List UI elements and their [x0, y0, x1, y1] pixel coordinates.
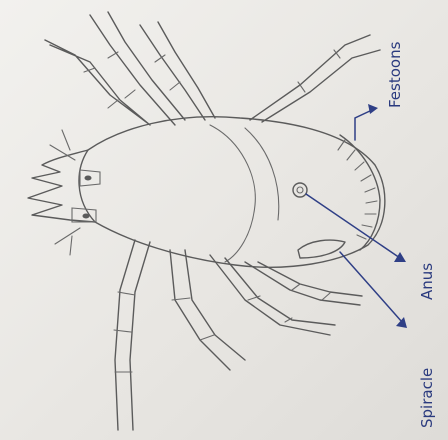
- spiracle-pointer: [340, 252, 407, 328]
- label-anus: Anus: [418, 263, 436, 300]
- leg-joints-upper: [84, 50, 340, 108]
- hypostome-outline: [50, 130, 80, 255]
- festoons-pointer: [355, 104, 378, 140]
- festoons-rear-edge: [340, 135, 380, 250]
- legs-lower: [115, 240, 362, 430]
- scutum-line: [210, 125, 255, 262]
- legs-upper: [45, 12, 380, 125]
- label-spiracle: Spiracle: [418, 368, 436, 428]
- anus-marking: [293, 183, 307, 197]
- spiracle-plate: [298, 240, 345, 258]
- festoon-segments: [338, 140, 377, 239]
- eyespot-upper: [85, 176, 92, 181]
- body-inner-curve: [245, 128, 279, 220]
- tick-body-outline: [79, 117, 385, 268]
- label-festoons: Festoons: [386, 42, 404, 108]
- eyespot-lower: [83, 214, 90, 219]
